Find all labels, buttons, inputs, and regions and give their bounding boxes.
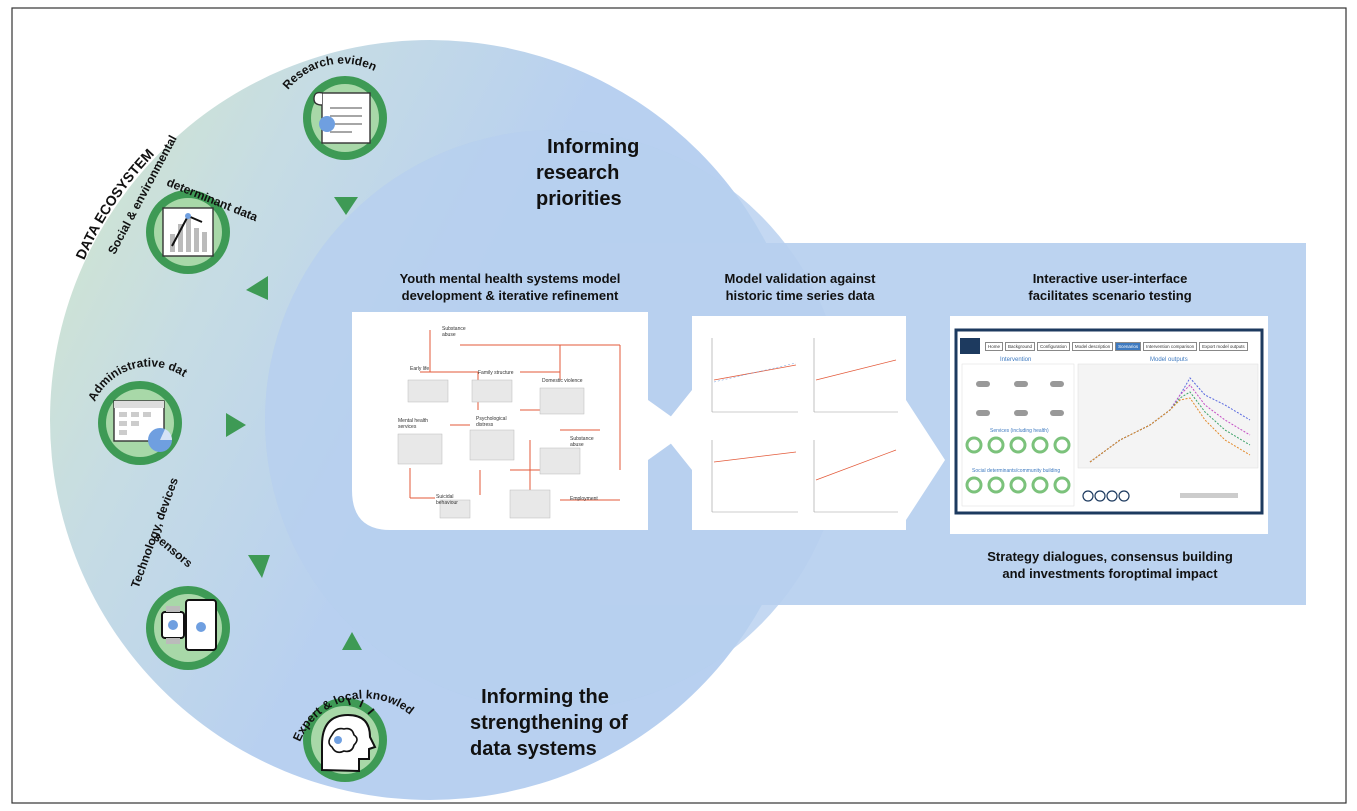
model-node-boxes [397, 379, 585, 519]
ui-screenshot-mini [954, 328, 1264, 515]
validation-chart-4 [813, 440, 898, 513]
devices-icon [146, 586, 230, 670]
arrow-research [334, 197, 358, 215]
ui-social-label: Social determinants/community building [972, 468, 1061, 474]
bar-chart-icon [146, 190, 230, 274]
arrow-expert [342, 632, 362, 650]
model-node-label: Early life [410, 366, 430, 372]
model-node-label: Substance abuse [442, 326, 466, 338]
head-brain-icon [303, 697, 387, 782]
stage-title-validation: Model validation against historic time s… [724, 271, 876, 303]
ui-tab: Background [1005, 342, 1036, 351]
ui-tab: Home [985, 342, 1004, 351]
model-node-label: Mental health services [398, 418, 429, 430]
validation-chart-2 [813, 338, 898, 413]
model-node-label: Substance abuse [570, 436, 594, 448]
research-document-icon [303, 76, 387, 160]
ui-left-title: Intervention [1000, 357, 1032, 363]
model-node-label: Domestic violence [542, 378, 583, 384]
loop-bottom-label: Informing the strengthening of data syst… [470, 686, 628, 760]
ui-right-title: Model outputs [1150, 357, 1188, 363]
stage-validation-panel [660, 316, 945, 530]
ui-tab: Intervention comparison [1143, 342, 1198, 351]
ui-services-label: Services (including health) [990, 428, 1049, 434]
model-node-label: Suicidal behaviour [436, 494, 458, 506]
arrow-admin [226, 413, 246, 437]
arrow-social [246, 276, 268, 300]
ui-tab: Model description [1071, 342, 1114, 351]
spreadsheet-pie-icon [98, 381, 182, 465]
model-node-label: Family structure [478, 370, 514, 376]
stage-model-panel [352, 312, 690, 530]
ui-tab: Scenarios [1115, 342, 1142, 351]
validation-chart-1 [711, 338, 798, 413]
model-node-label: Employment [570, 496, 598, 502]
validation-charts [711, 338, 898, 513]
stage-title-ui: Interactive user-interface facilitates s… [1028, 271, 1192, 303]
ui-tab: Configuration [1037, 342, 1070, 351]
arrow-technology [248, 555, 270, 578]
model-sketch [409, 330, 621, 501]
stage-title-model: Youth mental health systems model develo… [399, 271, 621, 303]
validation-chart-3 [711, 440, 798, 513]
model-node-label: Psychological distress [476, 416, 507, 428]
ui-tab: Export model outputs [1199, 342, 1248, 351]
loop-top-label: Informing research priorities [536, 136, 640, 210]
outcome-label: Strategy dialogues, consensus building a… [987, 549, 1233, 581]
